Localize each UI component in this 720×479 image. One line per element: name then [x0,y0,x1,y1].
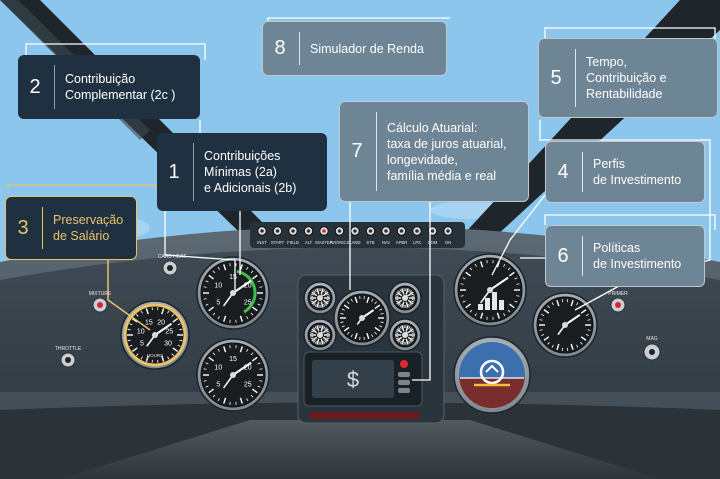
center-console-floor [60,420,660,479]
svg-text:15: 15 [145,319,153,326]
card-perfis-de-investimento[interactable]: 4 Perfis de Investimento [545,141,705,203]
svg-text:20: 20 [244,365,252,372]
switch-label: ALT [305,240,313,245]
center-gauge-br [388,318,422,352]
svg-text:10: 10 [214,365,222,372]
center-bottom-leds [310,412,420,419]
card-politicas-de-investimento[interactable]: 6 Políticas de Investimento [545,225,705,287]
toggle-switch[interactable]: ON [443,226,453,245]
card-number: 1 [168,160,180,183]
svg-text:10: 10 [137,328,145,335]
card-label: Contribuições Mínimas (2a) e Adicionais … [204,149,297,195]
card-number: 4 [557,160,569,183]
toggle-switch[interactable]: LAND [349,226,361,245]
center-gauge-tl [303,281,337,315]
card-contribuicoes-minimas[interactable]: 1 Contribuições Mínimas (2a) e Adicionai… [157,133,327,211]
switch-label: FIELD [287,240,299,245]
svg-text:25: 25 [165,328,173,335]
card-number: 2 [29,75,41,98]
switch-label: INST [257,240,267,245]
switch-label: LAND [349,240,360,245]
switch-label: AVIONICS [330,240,350,245]
right-knobs: PRIMER MAG [608,291,661,361]
switch-label: COM [428,240,438,245]
card-number: 5 [550,66,562,89]
card-contribuicao-complementar[interactable]: 2 Contribuição Complementar (2c ) [18,55,200,119]
toggle-switch[interactable]: APBR [396,226,407,245]
dollar-icon: $ [347,367,359,392]
attitude-indicator [453,336,531,414]
card-label: Simulador de Renda [310,41,424,56]
svg-text:20: 20 [244,283,252,290]
toggle-switch[interactable]: START [271,226,285,245]
switch-label: STB [366,240,374,245]
svg-text:5: 5 [216,300,220,307]
throttle-label: THROTTLE [55,346,82,352]
card-label: Políticas de Investimento [593,241,682,271]
toggle-switch[interactable]: ALT [303,226,314,245]
center-gauge-bl [303,318,337,352]
toggle-switch[interactable]: STB [365,226,376,245]
mag-label: MAG [646,336,658,342]
card-label: Preservação de Salário [53,213,124,243]
center-screen [312,360,394,398]
switch-label: APBR [396,240,407,245]
switch-label: ON [445,240,451,245]
card-label: Contribuição Complementar (2c ) [65,72,176,102]
svg-text:15: 15 [229,274,237,281]
politicas-gauge [453,253,527,327]
left-knobs: MIXTURE THROTTLE CARB HEAT [55,254,186,368]
card-label: Perfis de Investimento [593,157,682,187]
switch-label: NAV [382,240,391,245]
card-label: Tempo, Contribuição e Rentabilidade [586,55,667,101]
toggle-switch[interactable]: INST [257,226,267,245]
svg-text:HOURS: HOURS [147,353,163,358]
toggle-switch[interactable]: FIELD [287,226,299,245]
card-number: 7 [351,140,363,162]
carb-heat-label: CARB HEAT [158,254,186,260]
toggle-switch[interactable]: NAV [381,226,391,245]
mixture-label: MIXTURE [89,291,112,297]
card-simulador-de-renda[interactable]: 8 Simulador de Renda [262,21,447,76]
svg-text:10: 10 [214,283,222,290]
switch-label: MASTER [315,240,332,245]
contribuicoes-gauge-bottom: 5 10 15 20 25 [196,338,270,412]
calculo-atuarial-gauge [333,289,391,347]
center-screen-buttons [398,360,410,393]
card-number: 3 [17,216,29,239]
svg-text:20: 20 [157,319,165,326]
toggle-switch[interactable]: MASTER [315,226,333,245]
card-tempo-contribuicao-rentabilidade[interactable]: 5 Tempo, Contribuição e Rentabilidade [538,38,718,118]
card-calculo-atuarial[interactable]: 7 Cálculo Atuarial: taxa de juros atuari… [339,101,529,202]
toggle-switch[interactable]: AVIONICS [330,226,350,245]
switch-label: LPS [413,240,421,245]
switch-label: START [271,240,285,245]
toggle-switch[interactable]: LPS [412,226,422,245]
card-label: Cálculo Atuarial: taxa de juros atuarial… [387,120,507,183]
card-preservacao-de-salario[interactable]: 3 Preservação de Salário [5,196,137,260]
svg-text:25: 25 [244,382,252,389]
primer-label: PRIMER [608,291,628,297]
svg-text:25: 25 [244,300,252,307]
perfis-gauge [532,292,598,358]
contribuicoes-gauge-top: 5 10 15 20 25 [196,256,270,330]
svg-text:5: 5 [216,382,220,389]
svg-text:15: 15 [229,356,237,363]
switch-panel [250,222,465,248]
card-number: 8 [274,37,286,59]
card-number: 6 [557,244,569,267]
center-gauge-tr [388,281,422,315]
svg-text:5: 5 [140,341,144,348]
svg-text:30: 30 [164,341,172,348]
